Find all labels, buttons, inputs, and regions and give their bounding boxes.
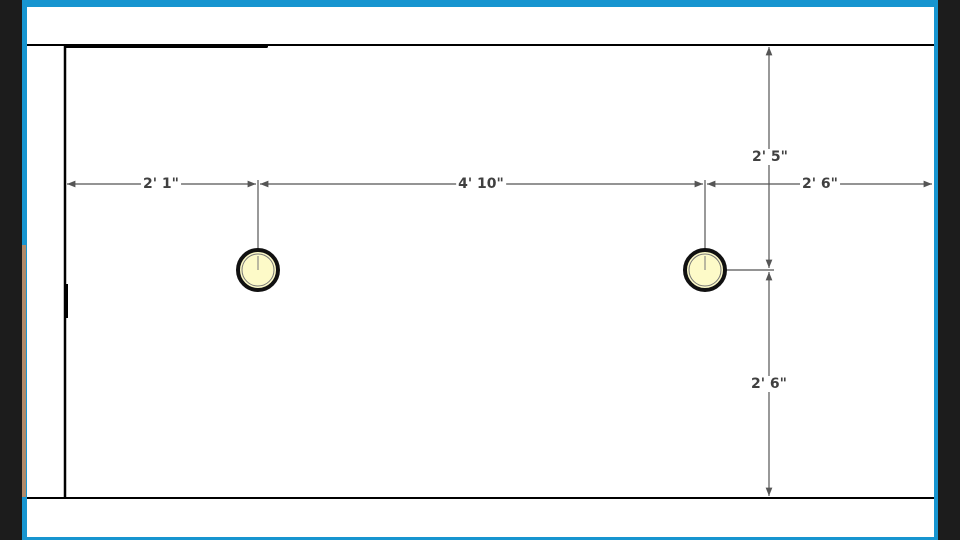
walls	[27, 44, 934, 499]
left-wall-opening-mark	[64, 284, 68, 318]
dimension-lights-to-bottom: 2' 6"	[749, 376, 789, 392]
drawing-canvas	[27, 7, 934, 537]
dimension-light1-to-light2: 4' 10"	[456, 176, 506, 192]
horizontal-dimensions	[67, 180, 932, 262]
recessed-light-2-icon[interactable]	[683, 248, 727, 292]
dimension-top-to-lights: 2' 5"	[750, 149, 790, 165]
dimension-left-to-light1: 2' 1"	[141, 176, 181, 192]
top-wall-header	[65, 44, 268, 48]
recessed-light-1-icon[interactable]	[236, 248, 280, 292]
side-accent-strip	[22, 245, 26, 497]
dimension-light2-to-right-wall: 2' 6"	[800, 176, 840, 192]
